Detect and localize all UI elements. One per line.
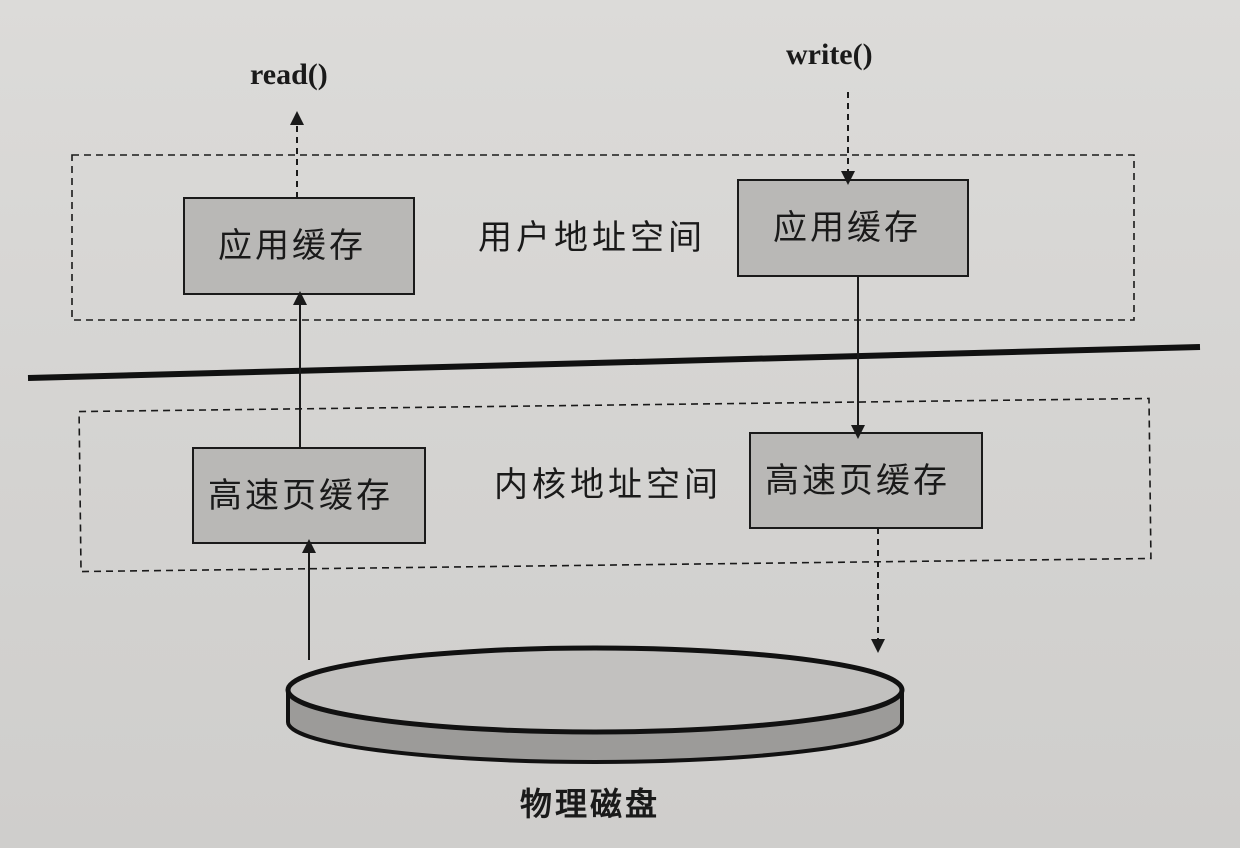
kernel-space-label: 内核地址空间 <box>494 465 722 505</box>
user-kernel-boundary <box>27 344 1201 381</box>
user-space-label: 用户地址空间 <box>478 218 706 258</box>
user-buffer-right-label: 应用缓存 <box>773 208 921 248</box>
user-buffer-left-label: 应用缓存 <box>218 226 366 266</box>
disk-label: 物理磁盘 <box>520 785 661 823</box>
physical-disk-icon <box>285 645 905 764</box>
user-buffer-left-box <box>183 197 415 295</box>
kernel-cache-right-label: 高速页缓存 <box>765 461 950 501</box>
read-call-label: read() <box>250 58 328 91</box>
write-call-label: write() <box>786 38 873 71</box>
kernel-cache-left-box <box>192 447 426 544</box>
kernel-space-region <box>78 397 1152 573</box>
kernel-cache-left-label: 高速页缓存 <box>208 476 393 516</box>
user-space-region <box>71 154 1135 321</box>
kernel-cache-right-box <box>749 432 983 529</box>
